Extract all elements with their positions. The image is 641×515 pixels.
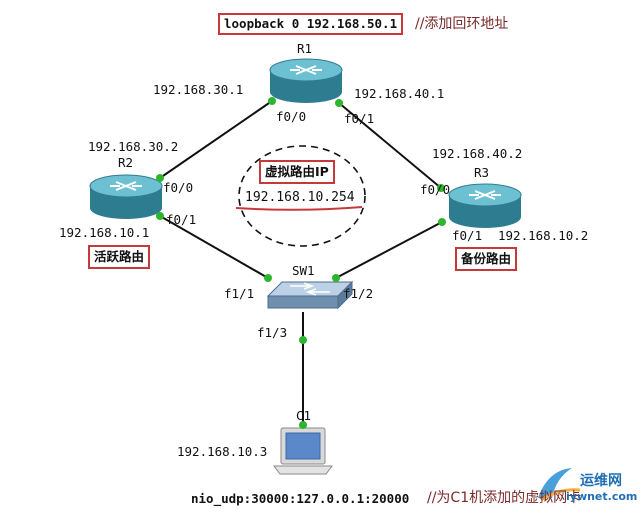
r1-f00-address: 192.168.30.1 bbox=[153, 82, 244, 97]
port-dot bbox=[156, 174, 164, 182]
router-r1-icon[interactable] bbox=[269, 58, 343, 103]
active-router-label: 活跃路由 bbox=[94, 249, 145, 264]
c1-name: C1 bbox=[296, 408, 312, 423]
r2-interface-top: f0/0 bbox=[163, 180, 194, 195]
watermark-domain: iywnet.com bbox=[566, 490, 638, 503]
virtual-ip-ellipse bbox=[238, 145, 366, 247]
port-dot bbox=[268, 97, 276, 105]
nio-udp-text: nio_udp:30000:127.0.0.1:20000 bbox=[191, 491, 410, 506]
nio-udp-note: //为C1机添加的虚拟网卡 bbox=[427, 490, 582, 506]
link-r1-r2 bbox=[159, 100, 273, 179]
r3-name: R3 bbox=[474, 165, 490, 180]
sw-interface-down: f1/3 bbox=[257, 325, 288, 340]
r3-f00-address: 192.168.40.2 bbox=[432, 146, 523, 161]
port-dot bbox=[156, 212, 164, 220]
r1-interface-right: f0/1 bbox=[344, 111, 375, 126]
port-dot bbox=[299, 336, 307, 344]
port-dot bbox=[437, 184, 445, 192]
r2-f01-address: 192.168.10.1 bbox=[59, 225, 150, 240]
watermark-logo-icon bbox=[538, 468, 581, 502]
link-r3-sw bbox=[335, 221, 443, 279]
virtual-ip-title-box: 虚拟路由IP bbox=[259, 160, 335, 184]
r3-interface-top: f0/0 bbox=[420, 182, 451, 197]
port-dot bbox=[335, 99, 343, 107]
virtual-ip-title: 虚拟路由IP bbox=[265, 164, 329, 179]
r1-f01-address: 192.168.40.1 bbox=[354, 86, 445, 101]
link-r1-r3 bbox=[338, 102, 442, 189]
sw-interface-right: f1/2 bbox=[343, 286, 374, 301]
r2-f00-address: 192.168.30.2 bbox=[88, 139, 179, 154]
sw1-name: SW1 bbox=[292, 263, 315, 278]
computer-c1-icon[interactable] bbox=[273, 427, 333, 475]
loopback-note: //添加回环地址 bbox=[415, 16, 509, 32]
sw-interface-left: f1/1 bbox=[224, 286, 255, 301]
r3-f01-address: 192.168.10.2 bbox=[498, 228, 589, 243]
switch-sw1-icon[interactable] bbox=[266, 280, 354, 310]
router-r3-icon[interactable] bbox=[448, 183, 522, 228]
r1-interface-left: f0/0 bbox=[276, 109, 307, 124]
backup-router-label: 备份路由 bbox=[461, 251, 512, 266]
port-dot bbox=[264, 274, 272, 282]
c1-address: 192.168.10.3 bbox=[177, 444, 268, 459]
port-dot bbox=[332, 274, 340, 282]
r2-name: R2 bbox=[118, 155, 134, 170]
vip-underline bbox=[235, 206, 363, 211]
watermark-text: 运维网 bbox=[580, 473, 622, 489]
port-dot bbox=[299, 421, 307, 429]
loopback-text: loopback 0 192.168.50.1 bbox=[224, 16, 398, 31]
active-router-box: 活跃路由 bbox=[88, 245, 151, 269]
r2-interface-bottom: f0/1 bbox=[166, 212, 197, 227]
link-r2-sw bbox=[159, 215, 269, 279]
port-dot bbox=[438, 218, 446, 226]
loopback-box: loopback 0 192.168.50.1 bbox=[218, 13, 404, 35]
backup-router-box: 备份路由 bbox=[455, 247, 518, 271]
virtual-ip-address: 192.168.10.254 bbox=[245, 190, 355, 205]
r1-name: R1 bbox=[297, 41, 313, 56]
r3-interface-bottom: f0/1 bbox=[452, 228, 483, 243]
router-r2-icon[interactable] bbox=[89, 174, 163, 219]
